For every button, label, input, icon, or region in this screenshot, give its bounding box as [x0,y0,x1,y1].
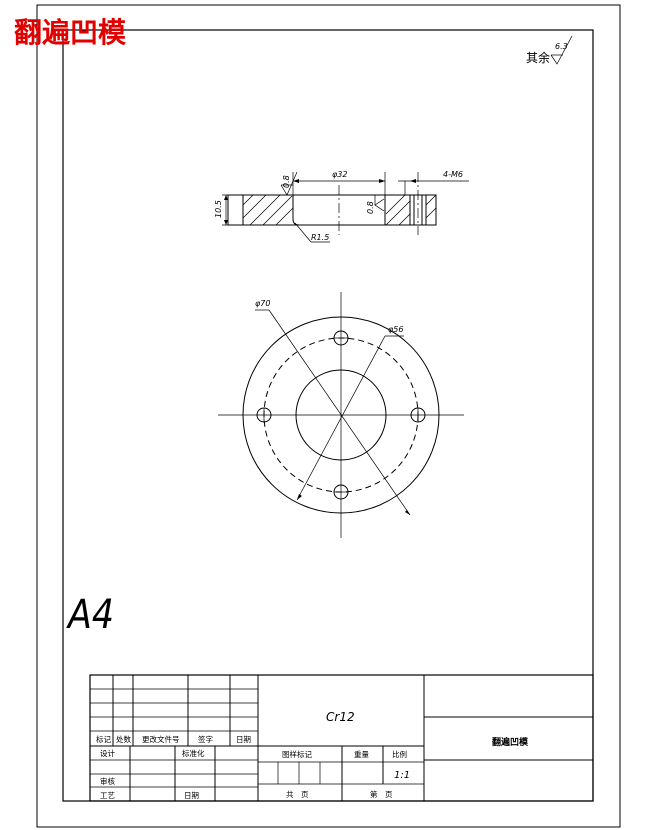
part-name-label: 翻遍凹模 [492,736,529,748]
scale-value: 1:1 [394,770,410,781]
right-section-hatch [385,194,411,226]
material-label: Cr12 [326,710,355,724]
header-signature: 签字 [198,734,213,744]
paper-size-label: A4 [65,592,114,638]
surface-roughness-symbol [550,35,573,65]
header-change-doc: 更改文件号 [142,734,180,744]
surface-note-text: 其余 [526,50,550,65]
outer-diameter-label: φ70 [255,299,270,308]
flat-roughness-symbol [280,171,298,196]
outer-diameter-leader [255,309,411,516]
row-process: 工艺 [100,791,115,800]
section-view [227,172,437,235]
header-mark: 标记 [96,734,111,744]
fillet-leader [294,222,330,243]
row-date: 日期 [184,791,199,800]
row-design: 设计 [100,748,115,758]
drawing-title: 翻遍凹模 [14,16,127,49]
bore-diameter-label: φ32 [332,170,347,179]
total-sheets-label: 共 页 [286,790,309,799]
row-review: 审核 [100,776,115,786]
flat-roughness-label: 0.8 [282,175,291,188]
holes-leader [398,179,469,195]
thickness-label: 10.5 [214,200,223,218]
header-count: 处数 [116,734,131,744]
bore-roughness-symbol [374,195,385,212]
surface-roughness-value: 6.3 [555,42,568,51]
fillet-label: R1.5 [311,233,329,242]
left-section-hatch [242,194,294,226]
stage-mark-label: 图样标记 [282,749,312,759]
header-date: 日期 [236,735,251,744]
thickness-dimension [222,194,243,226]
pitch-diameter-label: φ56 [388,325,403,334]
sheet-number-label: 第 页 [370,789,393,799]
bore-diameter-dimension [292,172,386,195]
weight-label: 重量 [354,750,369,759]
bore-roughness-label: 0.8 [366,201,375,214]
ratio-label: 比例 [392,749,407,759]
inner-frame [62,29,594,802]
outer-border [36,4,621,828]
row-standardize: 标准化 [182,748,205,758]
pitch-diameter-leader [296,335,404,501]
title-block [89,674,594,802]
holes-label: 4-M6 [443,170,463,179]
